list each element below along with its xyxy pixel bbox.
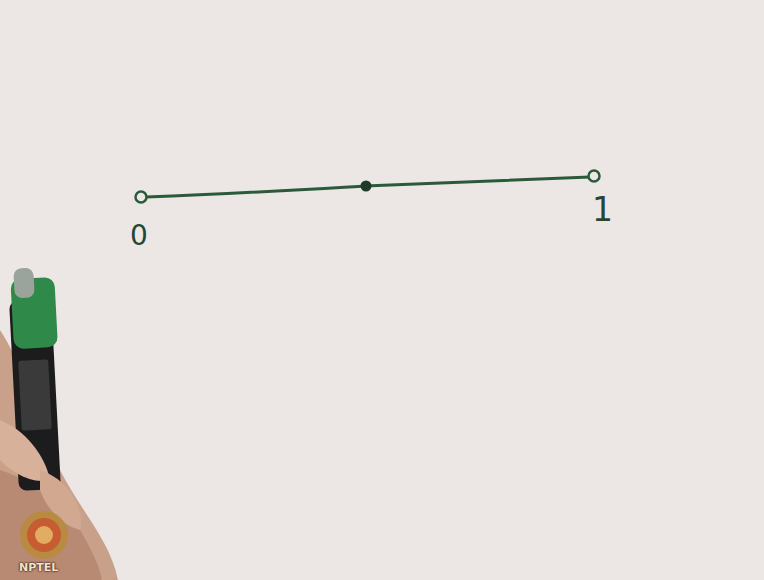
nptel-logo	[20, 511, 68, 559]
axis-value: 0	[130, 222, 148, 250]
midpoint-dot	[361, 181, 372, 192]
number-line	[146, 177, 590, 197]
open-endpoint	[136, 192, 147, 203]
open-endpoint	[589, 171, 600, 182]
watermark: NPTEL	[19, 562, 58, 573]
hand-with-marker	[0, 267, 118, 580]
axis-value: 1	[592, 193, 613, 226]
